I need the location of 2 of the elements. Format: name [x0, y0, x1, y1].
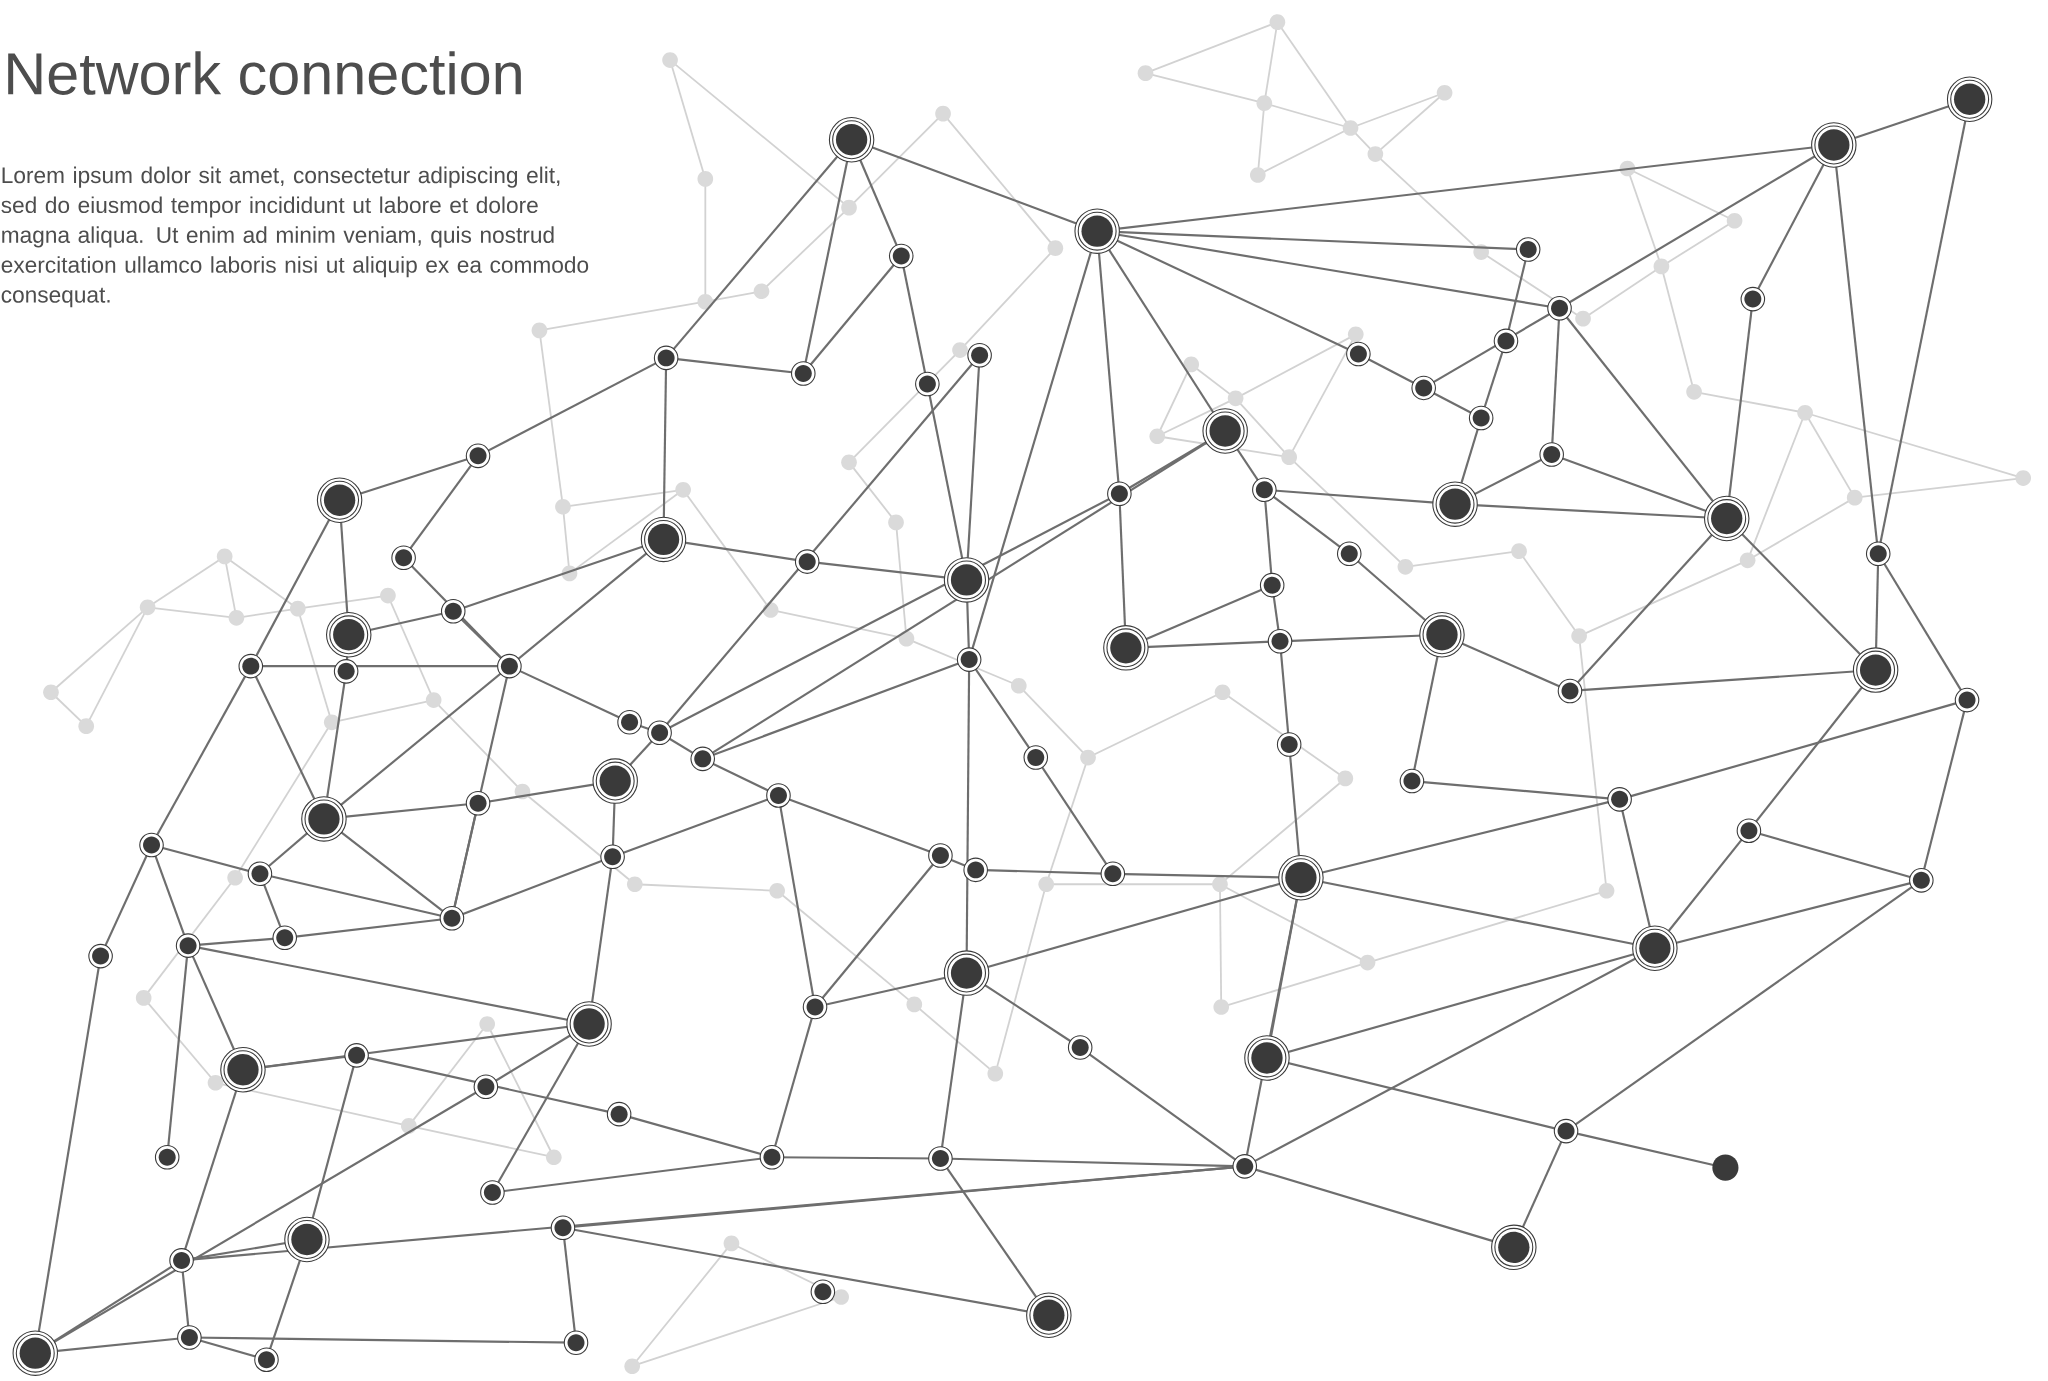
description-paragraph: Lorem ipsum dolor sit amet, consectetur adipiscing elit, sed do eiusmod tempor incididunt ut labore et dolore magna aliqua. Ut enim ad minim veniam, quis nostrud exercitation ullamco laboris nisi ut aliquip ex ea commodo consequat. [1, 166, 589, 308]
title: Network connection [8, 51, 521, 96]
